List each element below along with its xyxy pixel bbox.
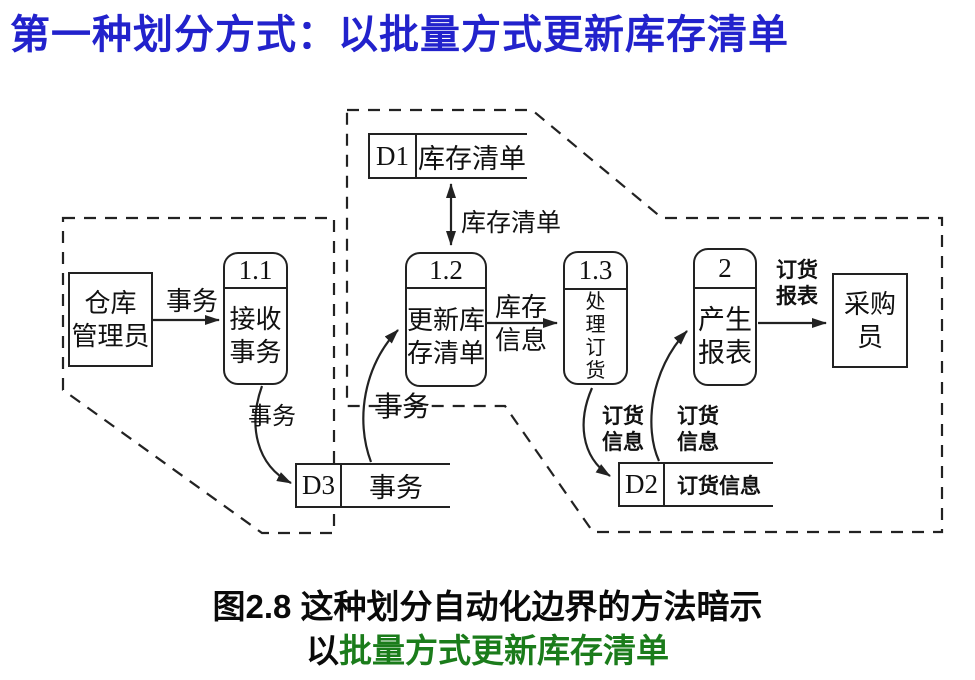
datastore-d2-name: 订货信息 <box>677 474 761 498</box>
entity-warehouse-manager-line2: 管理员 <box>71 321 150 351</box>
process-1-2-label-line2: 存清单 <box>407 339 486 368</box>
process-1-2-number: 1.2 <box>407 254 485 289</box>
process-2-label-line1: 产生 <box>698 304 752 335</box>
figure-caption-line2: 以批量方式更新库存清单 <box>0 624 975 672</box>
figure-caption-line1: 图2.8 这种划分自动化边界的方法暗示 <box>212 588 763 625</box>
process-1-1-receive-transactions: 1.1 接收 事务 <box>223 252 288 385</box>
process-1-2-update-inventory-list: 1.2 更新库 存清单 <box>405 252 487 387</box>
datastore-d1-inventory-list: D1 库存清单 <box>368 133 527 179</box>
process-1-1-number: 1.1 <box>225 254 286 289</box>
datastore-d2-id: D2 <box>620 464 665 505</box>
datastore-d3-name: 事务 <box>369 473 423 503</box>
automation-boundary-left <box>61 216 336 535</box>
flow-label-transaction-to-store: 事务 <box>248 404 296 430</box>
figure-caption-line2-green: 批量方式更新库存清单 <box>339 632 669 669</box>
process-1-1-label-line2: 事务 <box>229 338 282 367</box>
process-2-number: 2 <box>695 250 755 289</box>
flow-label-transaction-from-store: 事务 <box>373 392 430 423</box>
flow-label-inventory-list: 库存清单 <box>460 210 561 237</box>
flow-label-order-info-a: 订货 信息 <box>602 405 644 454</box>
process-2-label-line2: 报表 <box>698 337 752 368</box>
process-1-2-label-line1: 更新库 <box>407 306 486 335</box>
flow-order-info-from-d2-curve <box>650 330 688 462</box>
slide-title: 第一种划分方式：以批量方式更新库存清单 <box>10 11 789 58</box>
datastore-d3-transactions: D3 事务 <box>295 463 450 508</box>
process-1-3-handle-orders: 1.3 处 理 订 货 <box>563 251 628 385</box>
entity-warehouse-manager-line1: 仓库 <box>84 288 137 318</box>
flow-label-order-info-b: 订货 信息 <box>677 405 719 454</box>
process-2-generate-reports: 2 产生 报表 <box>693 248 757 386</box>
datastore-d3-id: D3 <box>297 465 342 506</box>
process-1-3-char4: 货 <box>585 359 606 382</box>
datastore-d2-order-info: D2 订货信息 <box>618 462 773 507</box>
process-1-1-label-line1: 接收 <box>229 305 282 334</box>
process-1-3-char1: 处 <box>585 290 606 313</box>
datastore-d1-id: D1 <box>370 135 417 177</box>
process-1-3-char3: 订 <box>585 336 606 359</box>
flow-label-order-report: 订货 报表 <box>776 259 818 308</box>
flow-order-info-to-d2-curve <box>582 387 611 477</box>
entity-warehouse-manager: 仓库 管理员 <box>68 272 153 367</box>
datastore-d1-name: 库存清单 <box>418 143 526 174</box>
flow-label-transaction-in: 事务 <box>165 287 218 316</box>
entity-purchaser-label: 采购员 <box>843 289 896 352</box>
flow-transaction-from-d3-curve <box>362 329 399 463</box>
process-1-3-number: 1.3 <box>565 253 626 290</box>
automation-boundary-right <box>345 108 944 534</box>
entity-purchaser: 采购员 <box>832 273 908 368</box>
flow-transaction-to-d3-curve <box>254 385 292 484</box>
figure-caption-line2-prefix: 以 <box>306 632 339 669</box>
process-1-3-char2: 理 <box>585 313 606 336</box>
flow-label-inventory-info: 库存 信息 <box>494 293 547 355</box>
